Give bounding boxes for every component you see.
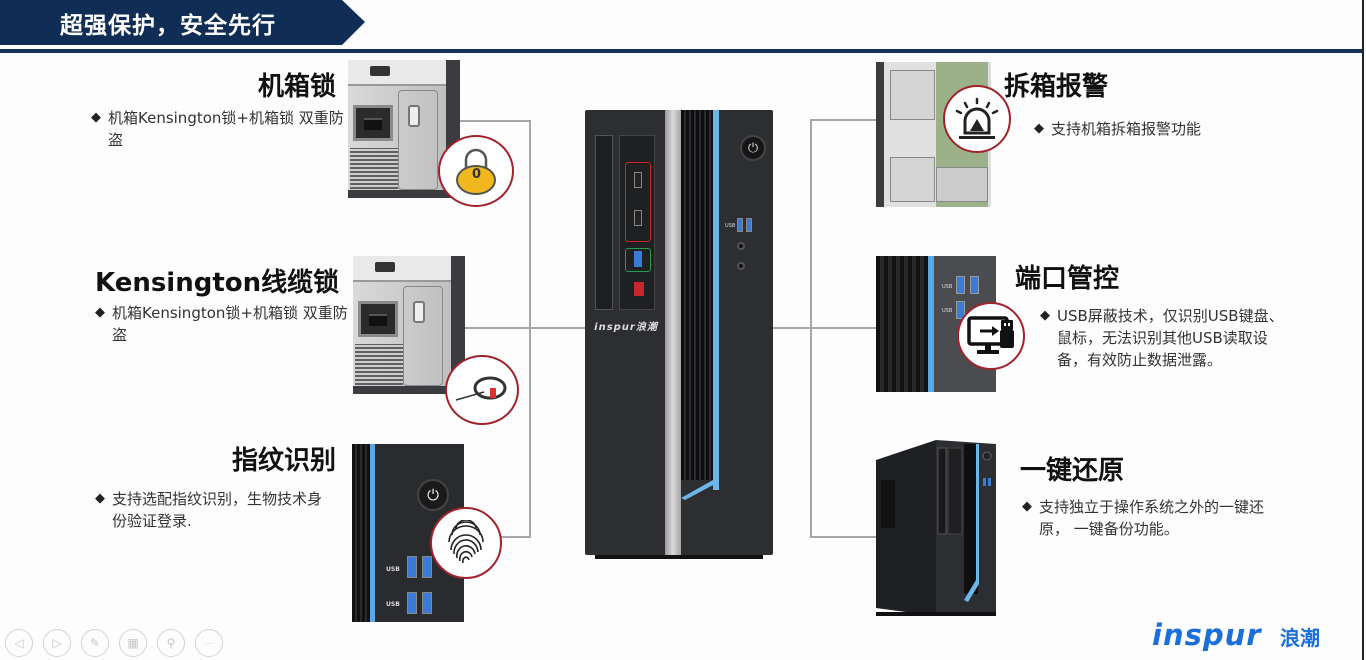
more-options-button[interactable]: ··· [195, 629, 223, 657]
usb-port-group-red [625, 162, 651, 242]
feature-title-intrusion-alarm: 拆箱报警 [1004, 72, 1109, 102]
slide-overview-button[interactable]: ▦ [119, 629, 147, 657]
power-button-icon: ⏻ [417, 479, 449, 511]
connector-line [772, 327, 876, 329]
pen-tool-button[interactable]: ✎ [81, 629, 109, 657]
front-vent [681, 110, 713, 480]
connector-line [460, 120, 530, 122]
alarm-light-icon [955, 97, 999, 139]
previous-slide-button[interactable]: ◁ [5, 629, 33, 657]
cable-lock-icon [455, 376, 507, 401]
usb-label: USB [725, 223, 736, 229]
feature-desc-text: 机箱Kensington锁+机箱锁 双重防盗 [112, 304, 348, 344]
connector-line [529, 120, 531, 538]
connector-line [463, 327, 585, 329]
connector-line [810, 119, 876, 121]
bullet-icon: ◆ [95, 491, 105, 506]
next-slide-button[interactable]: ▷ [43, 629, 71, 657]
padlock-icon [456, 148, 496, 195]
feature-desc-text: 支持机箱拆箱报警功能 [1051, 120, 1202, 138]
feature-desc-intrusion-alarm: ◆ 支持机箱拆箱报警功能 [1034, 118, 1291, 140]
feature-desc-text: 支持独立于操作系统之外的一键还原， 一键备份功能。 [1039, 498, 1265, 538]
feature-title-chassis-lock: 机箱锁 [257, 72, 336, 102]
brand-logo-cn: 浪潮 [1280, 626, 1320, 650]
zoom-button[interactable]: ⚲ [157, 629, 185, 657]
feature-desc-one-key-restore: ◆ 支持独立于操作系统之外的一键还原， 一键备份功能。 [1022, 496, 1269, 540]
usb-monitor-icon [967, 316, 1014, 354]
bullet-icon: ◆ [1040, 308, 1050, 323]
chassis-rear-photo [353, 256, 465, 394]
fingerprint-icon [448, 520, 484, 564]
bullet-icon: ◆ [91, 110, 101, 125]
usb-label: USB [942, 284, 953, 290]
header-rule [0, 49, 1363, 53]
cable-lock-callout [445, 355, 519, 425]
desktop-tower-photo: inspur浪潮 ⏻ USB [585, 110, 773, 559]
brand-logo-en: inspur [1152, 618, 1262, 652]
usb-label: USB [386, 566, 400, 573]
feature-desc-kensington: ◆ 机箱Kensington锁+机箱锁 双重防盗 [95, 302, 348, 346]
optical-drive-bay [595, 135, 613, 310]
usb-port-group-green [625, 248, 651, 272]
bullet-icon: ◆ [95, 305, 105, 320]
feature-desc-text: USB屏蔽技术，仅识别USB键盘、鼠标，无法识别其他USB读取设备，有效防止数据… [1057, 307, 1284, 369]
feature-title-kensington: Kensington线缆锁 [95, 268, 340, 298]
feature-desc-port-control: ◆ USB屏蔽技术，仅识别USB键盘、鼠标，无法识别其他USB读取设备，有效防止… [1040, 305, 1297, 371]
padlock-callout: 0 [438, 135, 514, 207]
feature-title-port-control: 端口管控 [1015, 264, 1120, 294]
feature-desc-text: 支持选配指纹识别，生物技术身份验证登录. [112, 490, 323, 530]
usb-control-callout [957, 302, 1025, 370]
tower-logo: inspur浪潮 [594, 322, 658, 333]
title-banner: 超强保护，安全先行 [0, 0, 365, 45]
fingerprint-callout [430, 507, 502, 579]
feature-title-fingerprint: 指纹识别 [231, 446, 336, 476]
accent-stripe [681, 470, 719, 500]
bullet-icon: ◆ [1034, 121, 1044, 136]
connector-line [810, 536, 878, 538]
connector-line [495, 536, 530, 538]
pc-tower-icon [876, 440, 996, 616]
padlock-label: 0 [472, 167, 482, 182]
usb-label: USB [386, 601, 400, 608]
usb-label: USB [942, 308, 953, 314]
slide-border [1362, 0, 1364, 660]
feature-title-one-key-restore: 一键还原 [1020, 456, 1125, 486]
feature-desc-text: 机箱Kensington锁+机箱锁 双重防盗 [108, 109, 344, 149]
alarm-callout [943, 85, 1011, 153]
page-title: 超强保护，安全先行 [60, 13, 276, 39]
feature-desc-fingerprint: ◆ 支持选配指纹识别，生物技术身份验证登录. [95, 488, 327, 532]
bullet-icon: ◆ [1022, 499, 1032, 514]
feature-desc-chassis-lock: ◆ 机箱Kensington锁+机箱锁 双重防盗 [91, 107, 344, 151]
banner-shape [0, 0, 365, 45]
power-button-icon: ⏻ [740, 135, 766, 161]
